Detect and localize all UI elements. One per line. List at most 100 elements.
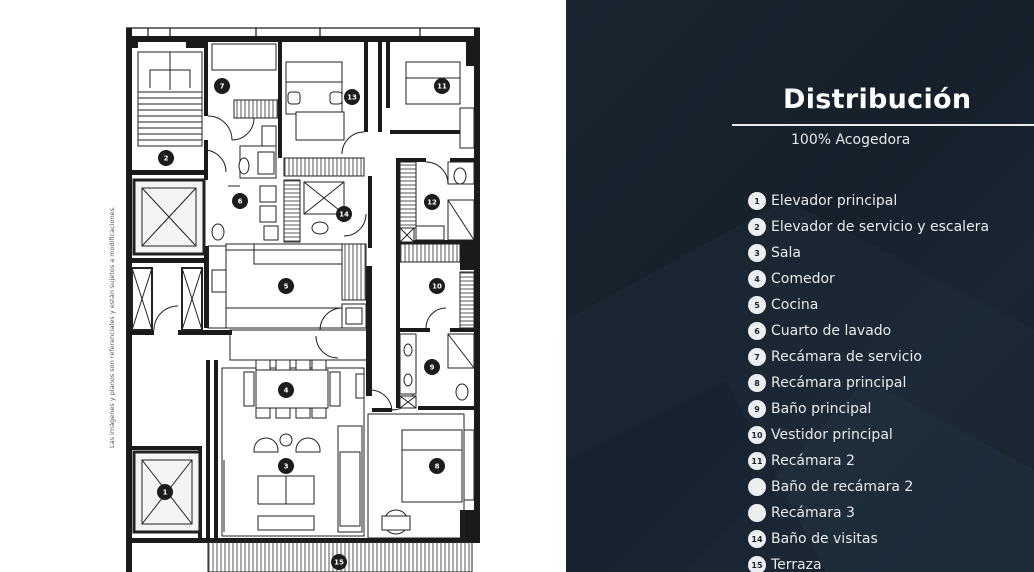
legend-label: Terraza xyxy=(771,557,822,572)
legend-item: 11 Recámara 2 xyxy=(748,448,989,474)
elevators xyxy=(131,178,206,534)
legend-item: Recámara 3 xyxy=(748,500,989,526)
legend-item: 2 Elevador de servicio y escalera xyxy=(748,214,989,240)
room-marker-circle xyxy=(214,78,230,94)
disclaimer-text: Las imágenes y planos son referenciales … xyxy=(108,205,116,448)
room-marker-circle xyxy=(331,554,347,570)
room-marker-number: 6 xyxy=(238,198,243,206)
walls xyxy=(126,28,480,572)
legend-number-badge: 14 xyxy=(748,530,766,548)
legend-number-badge: 11 xyxy=(748,452,766,470)
room-marker-number: 11 xyxy=(437,83,447,91)
legend-number-badge: 8 xyxy=(748,374,766,392)
legend-number-badge: 15 xyxy=(748,556,766,572)
room-marker: 6 xyxy=(232,193,248,209)
room-marker-circle xyxy=(424,359,440,375)
room-marker: 10 xyxy=(429,278,445,294)
legend-label: Recámara de servicio xyxy=(771,349,922,365)
room-marker-circle xyxy=(336,206,352,222)
legend-number-badge: 2 xyxy=(748,218,766,236)
legend-number-badge: 5 xyxy=(748,296,766,314)
legend-number-badge: 3 xyxy=(748,244,766,262)
room-marker-circle xyxy=(278,458,294,474)
stairs xyxy=(137,51,203,147)
outer-frame xyxy=(126,27,480,36)
room-marker-number: 7 xyxy=(220,83,225,91)
legend-label: Recámara 3 xyxy=(771,505,855,521)
room-marker-number: 15 xyxy=(334,559,344,567)
title-divider xyxy=(732,124,1034,126)
legend-label: Elevador principal xyxy=(771,193,898,209)
room-marker: 14 xyxy=(336,206,352,222)
doors xyxy=(153,115,449,411)
legend-item: 15 Terraza xyxy=(748,552,989,572)
room-marker: 7 xyxy=(214,78,230,94)
legend-number-badge xyxy=(748,504,766,522)
room-marker: 13 xyxy=(344,89,360,105)
legend-number-badge: 4 xyxy=(748,270,766,288)
legend-label: Baño de visitas xyxy=(771,531,878,547)
interior-lines xyxy=(207,43,465,539)
legend-number-badge: 6 xyxy=(748,322,766,340)
legend-number-badge: 1 xyxy=(748,192,766,210)
legend-label: Cocina xyxy=(771,297,819,313)
room-marker: 3 xyxy=(278,458,294,474)
legend-item: 7 Recámara de servicio xyxy=(748,344,989,370)
legend-label: Comedor xyxy=(771,271,835,287)
legend-item: 14 Baño de visitas xyxy=(748,526,989,552)
room-marker-number: 2 xyxy=(164,155,169,163)
legend-label: Baño principal xyxy=(771,401,872,417)
room-marker-number: 5 xyxy=(284,283,289,291)
legend-item: 9 Baño principal xyxy=(748,396,989,422)
room-marker: 5 xyxy=(278,278,294,294)
room-marker-number: 9 xyxy=(430,364,435,372)
room-marker-circle xyxy=(429,458,445,474)
room-marker-circle xyxy=(278,278,294,294)
room-marker-circle xyxy=(434,78,450,94)
panel-title: Distribución xyxy=(783,84,972,115)
room-marker: 1 xyxy=(157,484,173,500)
room-marker: 8 xyxy=(429,458,445,474)
distribution-panel: Distribución 100% Acogedora 1 Elevador pr… xyxy=(566,0,1034,572)
room-marker: 9 xyxy=(424,359,440,375)
room-marker: 4 xyxy=(278,382,294,398)
legend-number-badge: 9 xyxy=(748,400,766,418)
room-marker-circle xyxy=(232,193,248,209)
legend-label: Recámara 2 xyxy=(771,453,855,469)
room-marker-number: 8 xyxy=(435,463,440,471)
legend-item: 8 Recámara principal xyxy=(748,370,989,396)
room-marker-number: 13 xyxy=(347,94,357,102)
room-marker-number: 1 xyxy=(163,489,168,497)
room-marker: 15 xyxy=(331,554,347,570)
legend-label: Sala xyxy=(771,245,801,261)
room-marker: 11 xyxy=(434,78,450,94)
room-legend: 1 Elevador principal 2 Elevador de servicio… xyxy=(748,188,989,572)
legend-number-badge: 7 xyxy=(748,348,766,366)
room-marker-circle xyxy=(424,194,440,210)
room-marker: 12 xyxy=(424,194,440,210)
legend-number-badge xyxy=(748,478,766,496)
panel-subtitle: 100% Acogedora xyxy=(791,132,911,148)
legend-label: Baño de recámara 2 xyxy=(771,479,914,495)
room-marker-number: 10 xyxy=(432,283,442,291)
room-marker-circle xyxy=(278,382,294,398)
legend-item: Baño de recámara 2 xyxy=(748,474,989,500)
legend-item: 5 Cocina xyxy=(748,292,989,318)
room-marker-circle xyxy=(429,278,445,294)
room-marker-number: 3 xyxy=(284,463,289,471)
room-marker-number: 14 xyxy=(339,211,349,219)
room-marker-number: 12 xyxy=(427,199,437,207)
room-marker-number: 4 xyxy=(284,387,289,395)
room-marker-circle xyxy=(157,484,173,500)
furniture xyxy=(211,61,475,535)
room-marker-circle xyxy=(344,89,360,105)
legend-label: Recámara principal xyxy=(771,375,907,391)
legend-label: Elevador de servicio y escalera xyxy=(771,219,990,235)
room-marker-circle xyxy=(158,150,174,166)
room-marker: 2 xyxy=(158,150,174,166)
